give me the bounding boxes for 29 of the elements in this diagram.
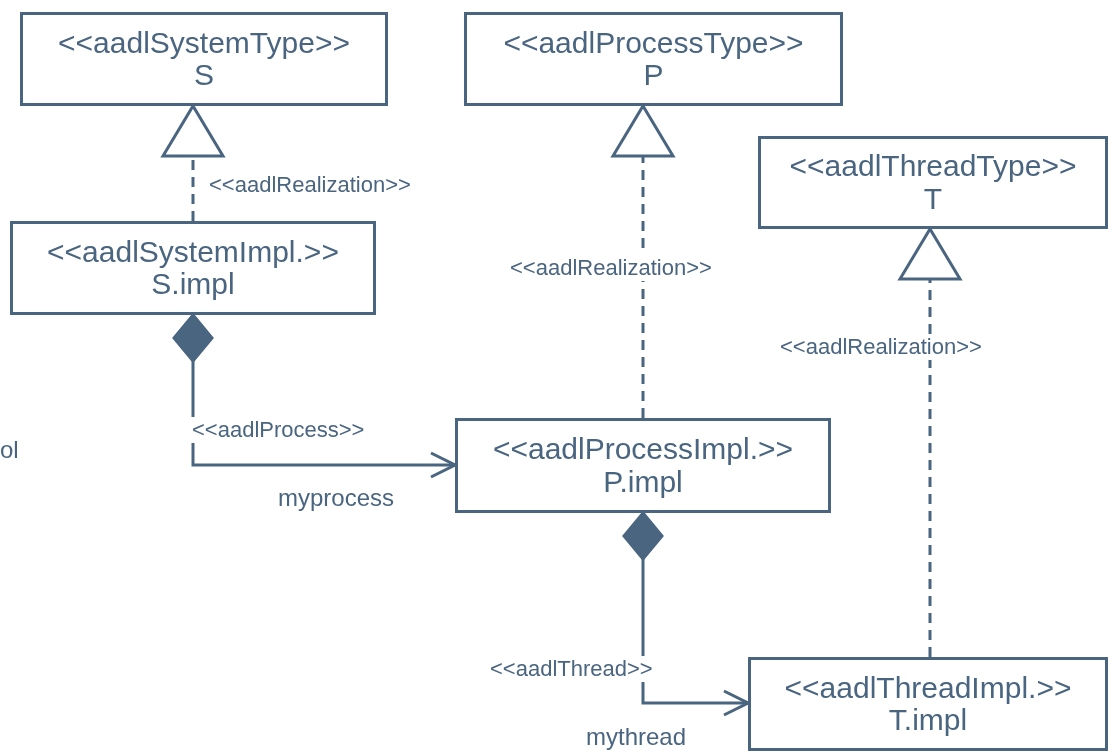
class-name: P: [643, 59, 664, 92]
class-name: T: [923, 182, 943, 215]
realization-arrow: [611, 104, 675, 418]
class-name: T.impl: [888, 704, 968, 737]
role-name: mythread: [586, 723, 687, 752]
stereotype-text: <<aadlProcessImpl.>>: [492, 433, 794, 466]
text-fragment: ol: [0, 436, 19, 465]
stereotype-text: <<aadlProcessType>>: [503, 26, 804, 59]
class-box: [758, 136, 1108, 229]
edge-label: <<aadlRealization>>: [508, 255, 714, 282]
class-box: [464, 12, 843, 106]
stereotype-text: <<aadlThreadImpl.>>: [784, 671, 1072, 704]
stereotype-text: <<aadlSystemType>>: [58, 26, 350, 59]
edge-label: <<aadlProcess>>: [190, 417, 367, 444]
class-box: [10, 221, 376, 315]
class-name: S.impl: [151, 268, 235, 301]
composition-arrow: [622, 511, 750, 717]
stereotype-text: <<aadlSystemImpl.>>: [47, 235, 339, 268]
class-name: S: [194, 59, 214, 92]
edge-label: <<aadlThread>>: [488, 656, 655, 683]
stereotype-text: <<aadlThreadType>>: [789, 150, 1077, 183]
class-box: [20, 12, 388, 106]
realization-arrow: [161, 104, 225, 221]
realization-arrow: [898, 227, 962, 657]
class-name: P.impl: [603, 465, 683, 498]
class-box: [455, 418, 831, 513]
role-name: myprocess: [278, 484, 395, 513]
composition-arrow: [172, 313, 457, 479]
class-box: [748, 657, 1108, 751]
